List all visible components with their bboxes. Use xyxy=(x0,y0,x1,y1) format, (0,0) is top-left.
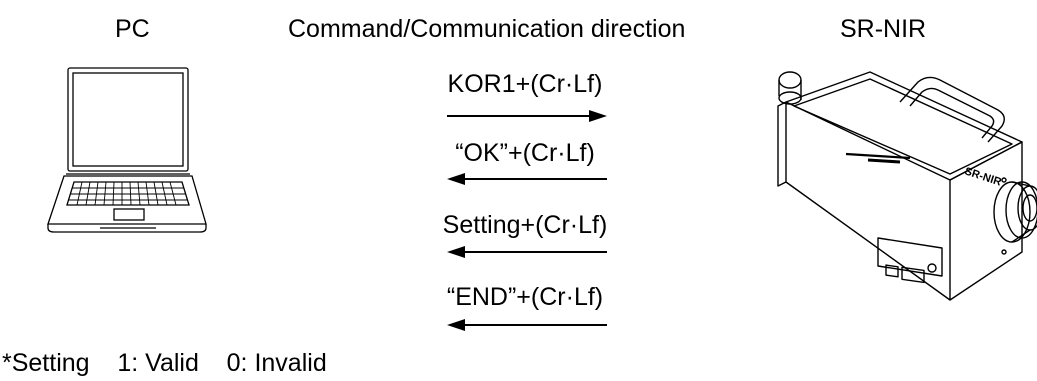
device-heading: SR-NIR xyxy=(840,15,927,43)
arrow-right-icon xyxy=(447,110,607,122)
laptop-icon xyxy=(47,67,207,233)
message-end: “END”+(Cr·Lf) xyxy=(446,283,604,311)
spectroradiometer-device-icon: SR-NIR xyxy=(777,71,1037,301)
setting-note: *Setting 1: Valid 0: Invalid xyxy=(2,349,327,377)
pc-heading: PC xyxy=(115,15,150,43)
message-setting: Setting+(Cr·Lf) xyxy=(442,211,608,239)
direction-heading: Command/Communication direction xyxy=(288,15,686,43)
message-ok: “OK”+(Cr·Lf) xyxy=(455,139,595,167)
arrow-left-icon xyxy=(447,246,607,258)
device-logo: SR-NIR xyxy=(963,165,1003,188)
message-kor1: KOR1+(Cr·Lf) xyxy=(447,70,603,98)
arrow-left-icon xyxy=(447,173,607,185)
arrow-left-icon xyxy=(447,319,607,331)
